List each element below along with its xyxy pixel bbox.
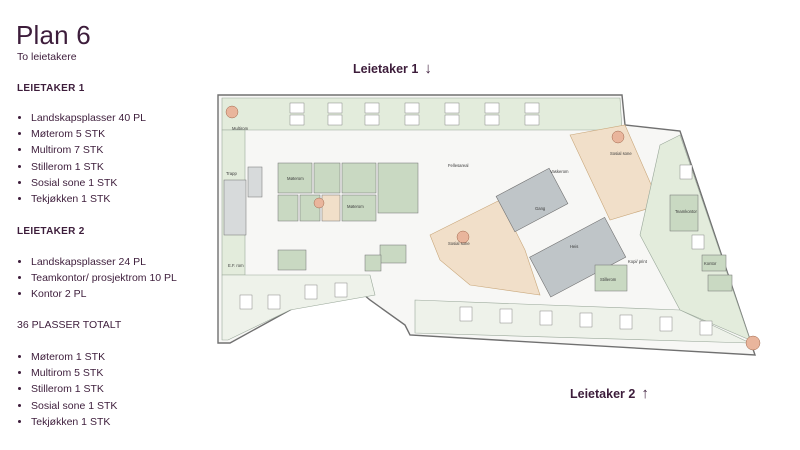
kontor-room bbox=[701, 254, 727, 272]
tenant2-marker: Leietaker 2 ↑ bbox=[570, 386, 649, 401]
list-item: Sosial sone 1 STK bbox=[31, 175, 146, 191]
multirom bbox=[364, 254, 382, 272]
room-label-teamkontor: Teamkontor bbox=[675, 209, 697, 214]
room-label-moterom: Møterom bbox=[287, 176, 304, 181]
tenant1-marker: Leietaker 1 ↓ bbox=[353, 61, 432, 76]
room-label-vaskerom: Vaskerom bbox=[550, 169, 569, 174]
arrow-up-icon: ↑ bbox=[641, 385, 649, 402]
tenant2-heading: LEIETAKER 2 bbox=[17, 226, 85, 237]
list-item: Landskapsplasser 24 PL bbox=[31, 254, 177, 270]
list-item: Stillerom 1 STK bbox=[31, 159, 146, 175]
room-label-kontor: Kontor bbox=[704, 261, 717, 266]
tenant1-zone-north bbox=[221, 97, 623, 131]
total-label: 36 PLASSER TOTALT bbox=[17, 319, 122, 331]
room-label-multirom: Multirom bbox=[232, 126, 249, 131]
multirom bbox=[277, 194, 299, 222]
total-list: Møterom 1 STK Multirom 5 STK Stillerom 1… bbox=[17, 349, 117, 430]
core-lift bbox=[529, 216, 627, 298]
list-item: Landskapsplasser 40 PL bbox=[31, 110, 146, 126]
meeting-room bbox=[341, 162, 377, 194]
core-stair bbox=[495, 167, 569, 233]
meeting-room bbox=[377, 162, 419, 214]
meeting-room bbox=[277, 162, 313, 194]
room-label-gang: Gang bbox=[535, 206, 546, 211]
arrow-down-icon: ↓ bbox=[424, 60, 432, 77]
room-label-ef-rom: E.F. rom bbox=[228, 263, 244, 268]
west-core bbox=[247, 166, 263, 198]
tenant2-marker-label: Leietaker 2 bbox=[570, 386, 636, 401]
multirom bbox=[379, 244, 407, 264]
room-label-kopi-print: Kopi/ print bbox=[628, 259, 648, 264]
list-item: Kontor 2 PL bbox=[31, 286, 177, 302]
stillerom bbox=[594, 264, 628, 292]
list-item: Multirom 7 STK bbox=[31, 142, 146, 158]
social-table bbox=[313, 197, 325, 209]
page-subtitle: To leietakere bbox=[17, 51, 77, 63]
room-label-heis: Heis bbox=[570, 244, 578, 249]
meeting-room bbox=[313, 162, 341, 194]
list-item: Sosial sone 1 STK bbox=[31, 398, 117, 414]
room-label-trapp: Trapp bbox=[226, 171, 237, 176]
list-item: Multirom 5 STK bbox=[31, 365, 117, 381]
page-title: Plan 6 bbox=[16, 20, 91, 50]
social-table bbox=[456, 230, 470, 244]
kontor-room bbox=[707, 274, 733, 292]
list-item: Møterom 1 STK bbox=[31, 349, 117, 365]
room-label-sosial-sone-2: Sosial sone bbox=[448, 241, 470, 246]
tenant1-marker-label: Leietaker 1 bbox=[353, 61, 419, 76]
social-table bbox=[745, 335, 761, 351]
list-item: Tekjøkken 1 STK bbox=[31, 191, 146, 207]
tenant2-list: Landskapsplasser 24 PL Teamkontor/ prosj… bbox=[17, 254, 177, 303]
list-item: Møterom 5 STK bbox=[31, 126, 146, 142]
list-item: Tekjøkken 1 STK bbox=[31, 414, 117, 430]
room-label-stillerom: Stillerom bbox=[600, 277, 617, 282]
west-core bbox=[223, 179, 247, 236]
list-item: Teamkontor/ prosjektrom 10 PL bbox=[31, 270, 177, 286]
social-table bbox=[225, 105, 239, 119]
teamkontor bbox=[669, 194, 699, 232]
room-label-moterom-2: Møterom bbox=[347, 204, 364, 209]
list-item: Stillerom 1 STK bbox=[31, 381, 117, 397]
tenant1-list: Landskapsplasser 40 PL Møterom 5 STK Mul… bbox=[17, 110, 146, 207]
social-table bbox=[611, 130, 625, 144]
tenant1-heading: LEIETAKER 1 bbox=[17, 83, 85, 94]
room-label-sosial-sone: Sosial sone bbox=[610, 151, 632, 156]
multirom bbox=[321, 194, 341, 222]
desk-clusters bbox=[239, 102, 713, 336]
room-label-fellesareal: Fellesareal bbox=[448, 163, 469, 168]
meeting-room bbox=[341, 194, 377, 222]
floor-plan: Multirom Møterom Møterom Trapp Heis Gang… bbox=[217, 94, 761, 356]
multirom bbox=[277, 249, 307, 271]
